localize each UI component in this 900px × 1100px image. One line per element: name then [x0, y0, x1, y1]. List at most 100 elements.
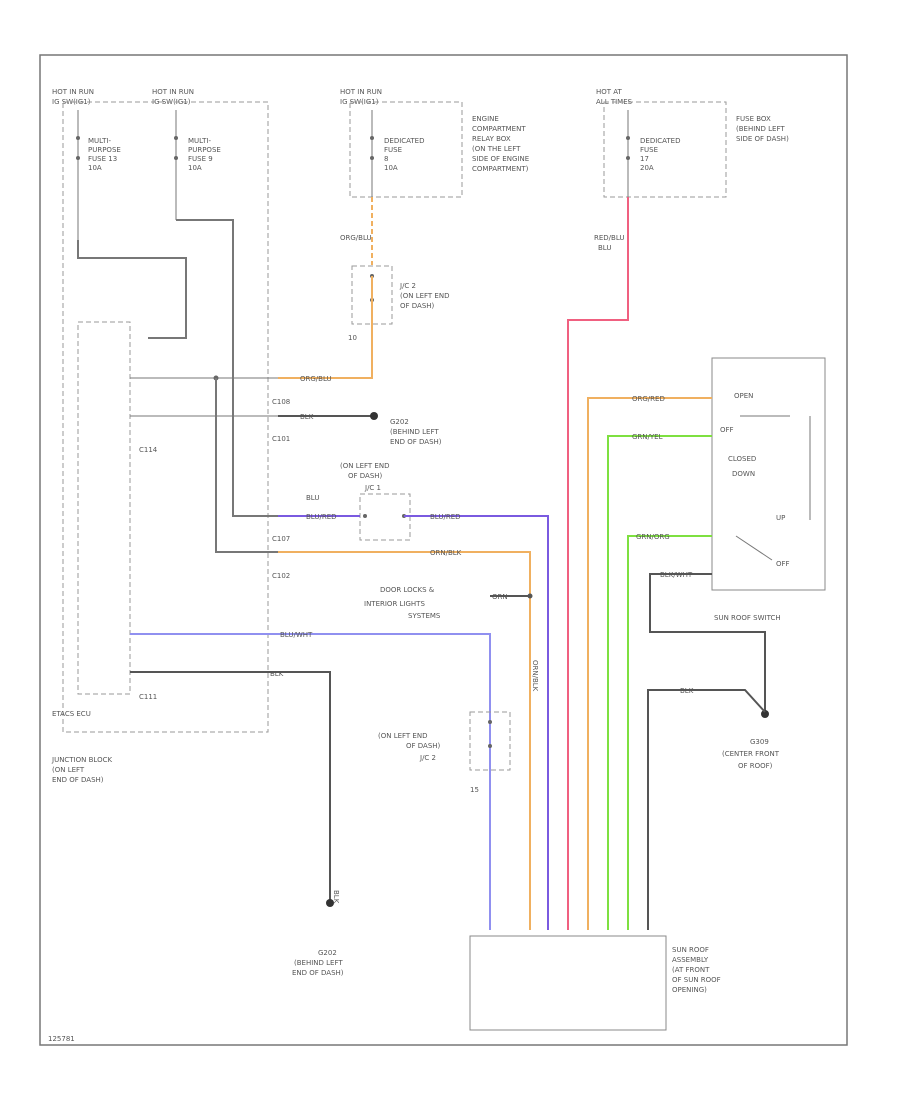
svg-text:FUSE: FUSE: [384, 146, 402, 154]
connector-c101: C101: [272, 435, 290, 443]
wire-label-grn-org: GRN/ORG: [636, 533, 670, 541]
svg-text:10A: 10A: [88, 164, 102, 172]
svg-text:20A: 20A: [640, 164, 654, 172]
svg-text:10A: 10A: [188, 164, 202, 172]
connector-c114: C114: [139, 446, 158, 454]
fuse-box-outline: [603, 101, 727, 198]
ground-g202-low-label-2: (BEHIND LEFT: [294, 959, 343, 967]
fuse-13: MULTI- PURPOSE FUSE 13 10A: [76, 110, 121, 240]
wire-label-blk-wht: BLK/WHT: [660, 571, 693, 579]
sunroof-assembly-label-4: OF SUN ROOF: [672, 976, 721, 984]
power-label-3: HOT IN RUN: [340, 88, 382, 96]
jc2-top-pin: 10: [348, 334, 357, 342]
svg-text:FUSE: FUSE: [640, 146, 658, 154]
sunroof-assembly-label-2: ASSEMBLY: [672, 956, 709, 964]
wire-label-blk-3: BLK: [332, 890, 340, 904]
svg-text:17: 17: [640, 155, 649, 163]
junction-block-label-2: (ON LEFT: [52, 766, 85, 774]
ground-g202-top-label-3: END OF DASH): [390, 438, 442, 446]
jc1-label-3: J/C 1: [364, 484, 381, 492]
wire-label-grn-yel: GRN/YEL: [632, 433, 663, 441]
wire-label-blu-1: BLU: [306, 494, 319, 502]
ground-g202-top-label-1: G202: [390, 418, 409, 426]
switch-label-up: UP: [776, 514, 785, 522]
wire-label-blk-2: BLK: [270, 670, 284, 678]
wire-grn-org: [627, 535, 712, 930]
wire-org-blu-c108: [278, 324, 373, 379]
wire-grn-yel: [607, 435, 712, 930]
jc2-top-label-3: OF DASH): [400, 302, 435, 310]
svg-text:DEDICATED: DEDICATED: [640, 137, 681, 145]
jc2-low-pin-a: [488, 720, 492, 724]
etacs-ecu-outline: [77, 321, 131, 695]
wire-fuse13-etacs: [77, 240, 187, 339]
wire-red-blu: [567, 197, 629, 930]
wire-blu-red-b: [404, 515, 549, 930]
ground-g309-label-2: (CENTER FRONT: [722, 750, 780, 758]
wire-blk-g309: [647, 689, 766, 930]
switch-label-closed: CLOSED: [728, 455, 756, 463]
sunroof-switch-label: SUN ROOF SWITCH: [714, 614, 781, 622]
fuse-dedicated-8: DEDICATED FUSE 8 10A: [370, 110, 425, 197]
junction-block-label-3: END OF DASH): [52, 776, 104, 784]
connector-c108: C108: [272, 398, 290, 406]
svg-text:SIDE OF ENGINE: SIDE OF ENGINE: [472, 155, 529, 163]
svg-text:DEDICATED: DEDICATED: [384, 137, 425, 145]
wire-label-org-red: ORG/RED: [632, 395, 665, 403]
ground-g202-low: [326, 899, 334, 907]
fuse-box-label-3: SIDE OF DASH): [736, 135, 789, 143]
wire-label-red-blu-1: RED/BLU: [594, 234, 625, 242]
svg-text:COMPARTMENT): COMPARTMENT): [472, 165, 529, 173]
svg-text:FUSE 13: FUSE 13: [88, 155, 117, 163]
wire-label-blk-4: BLK: [680, 687, 694, 695]
wire-label-org-blu-1: ORG/BLU: [340, 234, 372, 242]
wire-label-blk-1: BLK: [300, 413, 314, 421]
door-locks-label-1: DOOR LOCKS &: [380, 586, 435, 594]
ground-g309-label-1: G309: [750, 738, 769, 746]
fuse-dedicated-17: DEDICATED FUSE 17 20A: [626, 110, 681, 197]
svg-text:10A: 10A: [384, 164, 398, 172]
svg-text:MULTI-: MULTI-: [88, 137, 111, 145]
connector-c102: C102: [272, 572, 290, 580]
svg-text:MULTI-: MULTI-: [188, 137, 211, 145]
jc2-low-label-1: (ON LEFT END: [378, 732, 427, 740]
svg-text:PURPOSE: PURPOSE: [188, 146, 221, 154]
jc2-low-label-3: J/C 2: [419, 754, 436, 762]
wire-label-orn-blk-1: ORN/BLK: [430, 549, 462, 557]
jc2-top-label-1: J/C 2: [399, 282, 416, 290]
junction-block-label-1: JUNCTION BLOCK: [51, 756, 112, 764]
sunroof-switch-outline: [711, 357, 826, 591]
svg-text:8: 8: [384, 155, 388, 163]
power-label-4: HOT AT: [596, 88, 623, 96]
switch-label-open: OPEN: [734, 392, 753, 400]
svg-text:PURPOSE: PURPOSE: [88, 146, 121, 154]
ground-g202-top: [370, 412, 378, 420]
wire-label-blu-red-1: BLU/RED: [306, 513, 337, 521]
wire-blu-wht: [130, 633, 491, 930]
wire-label-orn-short: ORN: [492, 593, 508, 601]
jc1-pin-a: [363, 514, 367, 518]
jc1-label-2: OF DASH): [348, 472, 383, 480]
switch-contact-down: [735, 535, 773, 561]
jc2-low-pin-b: [488, 744, 492, 748]
sunroof-assembly-label-1: SUN ROOF: [672, 946, 709, 954]
connector-c111: C111: [139, 693, 157, 701]
wire-blk-wht: [649, 573, 766, 712]
wire-org-red: [587, 397, 712, 930]
power-label-1: HOT IN RUN: [52, 88, 94, 96]
ground-g202-low-label-3: END OF DASH): [292, 969, 344, 977]
jc2-low-label-2: OF DASH): [406, 742, 441, 750]
wire-splice-c102: [215, 378, 278, 553]
jc2-top-label-2: (ON LEFT END: [400, 292, 449, 300]
svg-text:(ON THE LEFT: (ON THE LEFT: [472, 145, 521, 153]
wire-label-org-blu-2: ORG/BLU: [300, 375, 332, 383]
jc2-low-pin: 15: [470, 786, 479, 794]
fuse-9: MULTI- PURPOSE FUSE 9 10A: [174, 110, 221, 220]
wire-blk-g202-low: [130, 671, 331, 900]
fuse-box-label-1: FUSE BOX: [736, 115, 771, 123]
connector-c107: C107: [272, 535, 290, 543]
jc2-top-outline: [351, 265, 393, 325]
diagram-frame: [39, 54, 848, 1046]
fuse-box-label-2: (BEHIND LEFT: [736, 125, 785, 133]
